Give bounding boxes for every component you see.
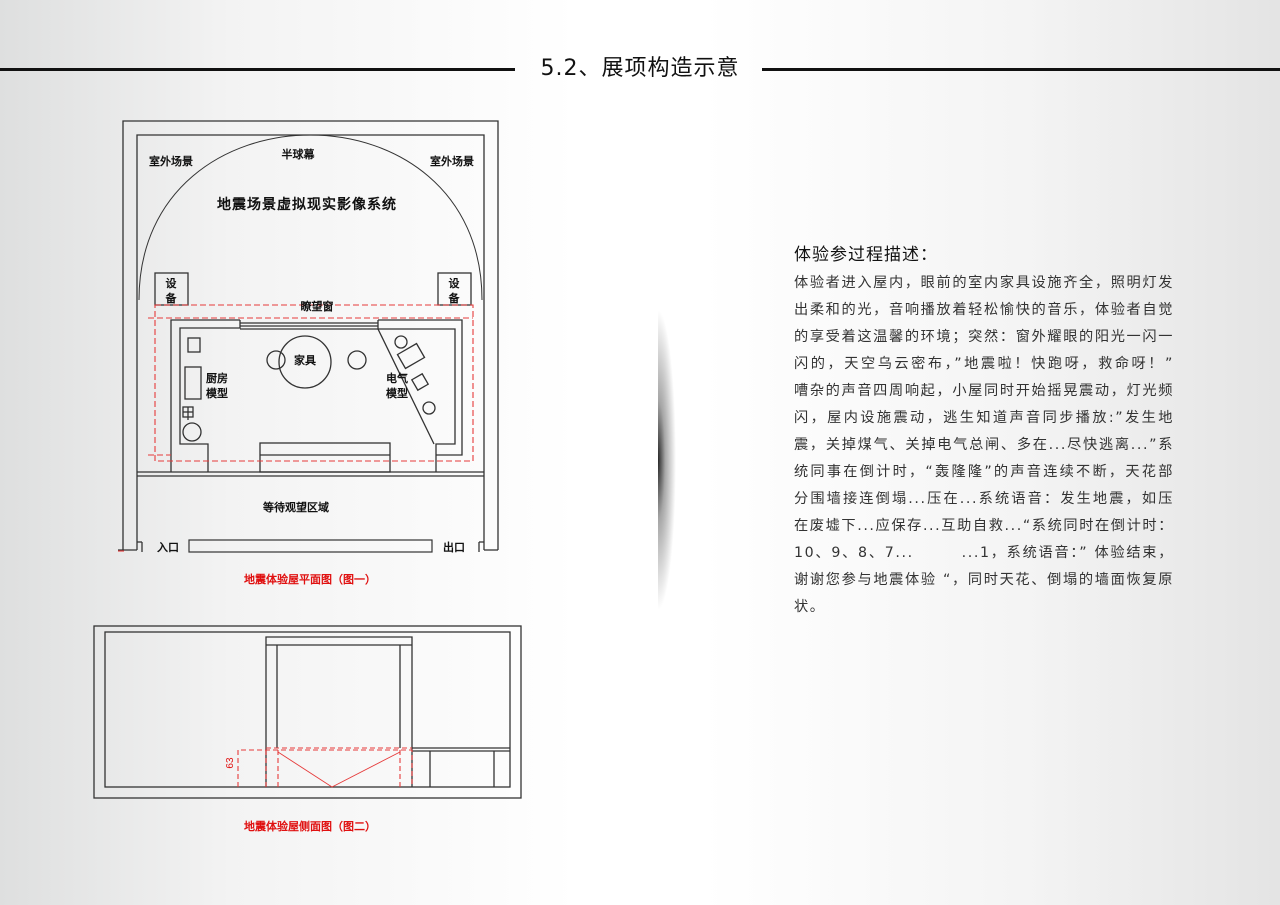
description-section: 体验参过程描述： 体验者进入屋内，眼前的室内家具设施齐全，照明灯发出柔和的光，音…	[794, 242, 1174, 621]
outdoor-scene-right-label: 室外场景	[430, 154, 474, 168]
electrical-model-label-1: 电气	[386, 371, 408, 385]
dimension-label: 63	[225, 757, 236, 769]
equipment-left-label-2: 备	[165, 291, 178, 305]
header-rule-left	[0, 68, 515, 71]
kitchen-model-label-2: 模型	[206, 386, 228, 400]
kitchen-model-label-1: 厨房	[206, 371, 228, 385]
furniture-label: 家具	[294, 353, 316, 367]
header-rule-right	[762, 68, 1280, 71]
equipment-right-label-2: 备	[448, 291, 461, 305]
description-body: 体验者进入屋内，眼前的室内家具设施齐全，照明灯发出柔和的光，音响播放着轻松愉快的…	[794, 275, 1174, 615]
page-fold-shadow	[658, 310, 698, 610]
equipment-right-label-1: 设	[449, 276, 461, 290]
window-label: 瞭望窗	[301, 299, 334, 313]
exit-label: 出口	[443, 540, 465, 554]
vr-system-label: 地震场景虚拟现实影像系统	[217, 196, 397, 213]
entrance-label: 入口	[157, 541, 179, 554]
floor-plan-caption: 地震体验屋平面图（图一）	[244, 573, 376, 586]
side-view-caption: 地震体验屋侧面图（图二）	[244, 820, 376, 833]
waiting-area-label: 等待观望区域	[262, 500, 329, 514]
page-title: 5.2、展项构造示意	[540, 56, 740, 81]
outdoor-scene-left-label: 室外场景	[149, 154, 193, 168]
electrical-model-label-2: 模型	[386, 386, 408, 400]
side-view-drawing: 63	[90, 620, 530, 805]
description-title: 体验参过程描述：	[794, 245, 938, 265]
floor-plan-drawing: 室外场景 室外场景 半球幕 地震场景虚拟现实影像系统 设 备 设 备 瞭望窗 家…	[110, 115, 510, 565]
equipment-left-label-1: 设	[166, 276, 178, 290]
dome-screen-label: 半球幕	[282, 147, 316, 161]
